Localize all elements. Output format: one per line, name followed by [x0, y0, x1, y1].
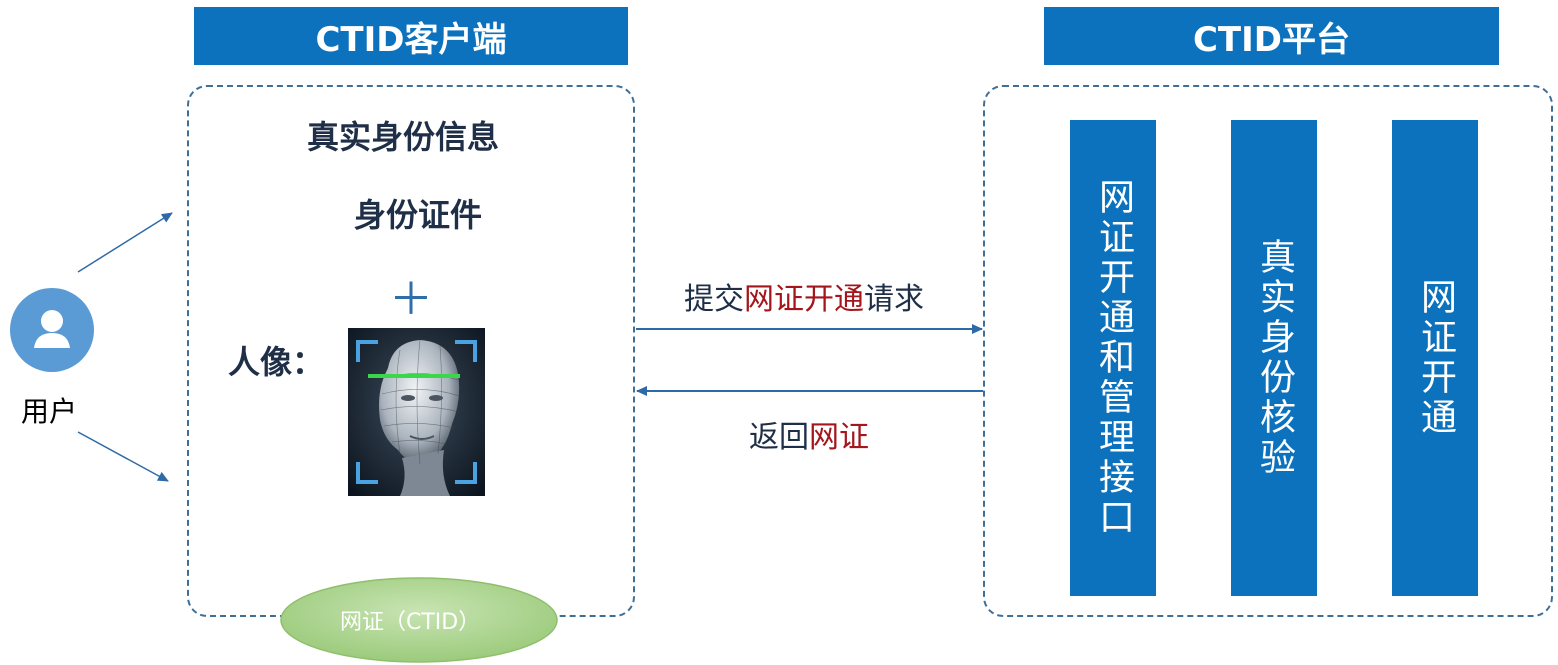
client-header: CTID客户端	[194, 7, 628, 65]
user-arrow-lower	[77, 431, 169, 482]
plus-icon: ＋	[389, 274, 433, 325]
request-label: 提交网证开通请求	[684, 282, 924, 317]
column-text: 真实身份核验	[1254, 238, 1295, 478]
platform-column-activation: 网证开通	[1392, 120, 1478, 596]
portrait-label: 人像：	[228, 343, 325, 381]
response-label: 返回网证	[749, 420, 869, 455]
platform-column-interface: 网证开通和管理接口	[1070, 120, 1156, 596]
user-icon	[10, 288, 94, 372]
platform-box	[983, 85, 1553, 617]
user-label: 用户	[21, 395, 78, 428]
face-scan-image	[348, 328, 485, 496]
user-arrow-upper	[77, 212, 173, 273]
ctid-badge-label: 网证（CTID）	[340, 610, 481, 635]
id-document-label: 身份证件	[354, 196, 483, 234]
platform-column-verification: 真实身份核验	[1231, 120, 1317, 596]
real-identity-info-label: 真实身份信息	[307, 118, 500, 156]
column-text: 网证开通和管理接口	[1093, 178, 1134, 538]
platform-header: CTID平台	[1044, 7, 1499, 65]
column-text: 网证开通	[1415, 278, 1456, 438]
ctid-badge-shape	[280, 577, 558, 663]
